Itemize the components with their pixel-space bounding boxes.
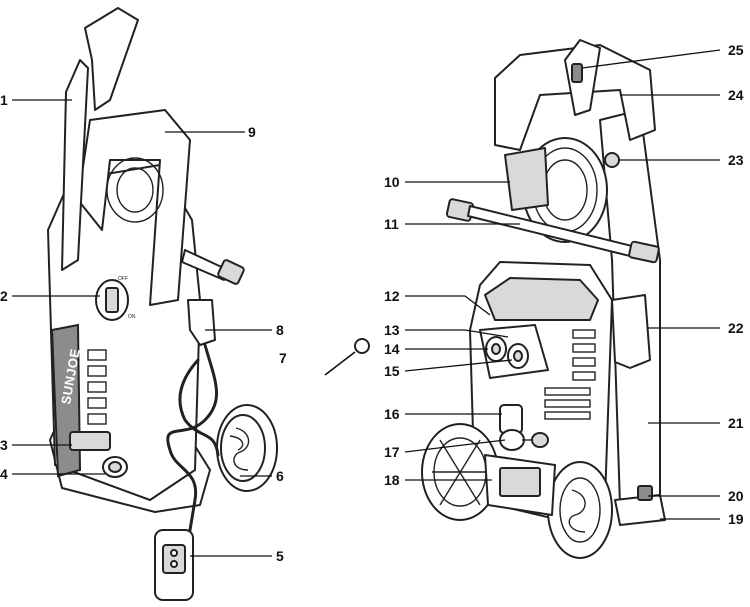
front-vents bbox=[87, 349, 107, 425]
callout-9: 9 bbox=[248, 124, 256, 140]
rear-view-unit bbox=[421, 39, 666, 559]
on-off-switch[interactable]: OFF ON bbox=[95, 276, 136, 321]
callout-6: 6 bbox=[276, 468, 284, 484]
lance-tube bbox=[181, 249, 229, 281]
callout-2: 2 bbox=[0, 288, 8, 304]
inlet-area bbox=[69, 431, 111, 451]
callout-20: 20 bbox=[728, 488, 744, 504]
callout-leaders bbox=[12, 49, 721, 557]
callout-17: 17 bbox=[384, 444, 400, 460]
callout-numbers: 1 2 3 4 5 6 7 8 9 10 11 12 13 14 15 16 1… bbox=[0, 42, 744, 564]
cord-hook bbox=[187, 299, 216, 346]
callout-13: 13 bbox=[384, 322, 400, 338]
callout-16: 16 bbox=[384, 406, 400, 422]
callout-3: 3 bbox=[0, 437, 8, 453]
callout-12: 12 bbox=[384, 288, 400, 304]
water-inlet bbox=[102, 456, 128, 478]
callout-14: 14 bbox=[384, 341, 400, 357]
power-plug bbox=[154, 529, 194, 601]
rear-right-wheel bbox=[547, 461, 613, 559]
callout-5: 5 bbox=[276, 548, 284, 564]
callout-22: 22 bbox=[728, 320, 744, 336]
callout-8: 8 bbox=[276, 322, 284, 338]
callout-4: 4 bbox=[0, 466, 8, 482]
extension-lance bbox=[445, 198, 660, 264]
front-view-wheel bbox=[216, 404, 278, 492]
callout-10: 10 bbox=[384, 174, 400, 190]
callout-19: 19 bbox=[728, 511, 744, 527]
hose-reel bbox=[504, 137, 608, 243]
upright-handle bbox=[77, 109, 191, 306]
nozzle-cleaning-tool bbox=[324, 338, 370, 376]
callout-15: 15 bbox=[384, 363, 400, 379]
callout-11: 11 bbox=[384, 216, 399, 232]
rear-vents bbox=[544, 329, 596, 420]
callout-24: 24 bbox=[728, 87, 744, 103]
power-cord bbox=[166, 343, 219, 562]
front-view-unit: SUNJOE OFF ON bbox=[47, 7, 278, 601]
handle-lock-knob[interactable] bbox=[604, 152, 620, 168]
side-accessory-holder bbox=[611, 294, 651, 369]
callout-25: 25 bbox=[728, 42, 744, 58]
spray-gun-holder bbox=[61, 59, 89, 271]
callout-18: 18 bbox=[384, 472, 400, 488]
switch-off-label: OFF bbox=[118, 276, 128, 282]
callout-21: 21 bbox=[728, 415, 744, 431]
switch-on-label: ON bbox=[128, 314, 136, 320]
rear-outlet-block bbox=[479, 324, 549, 379]
callout-1: 1 bbox=[0, 92, 8, 108]
callout-23: 23 bbox=[728, 152, 744, 168]
spray-gun bbox=[84, 7, 139, 111]
detergent-tank-cap[interactable] bbox=[484, 277, 599, 321]
foot-connector bbox=[637, 485, 653, 501]
callout-7: 7 bbox=[279, 350, 287, 366]
